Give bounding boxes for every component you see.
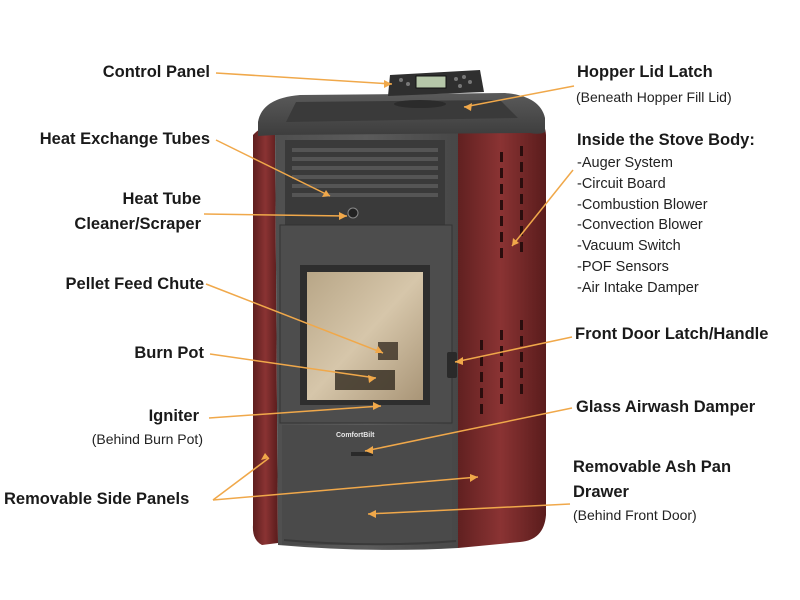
label-heat-exchange-tubes: Heat Exchange Tubes [39, 130, 210, 148]
lower-front-panel [282, 425, 452, 545]
list-item: -Circuit Board [577, 175, 666, 192]
list-item: -Combustion Blower [577, 196, 708, 213]
list-item: -Convection Blower [577, 217, 703, 234]
label-front-door-latch: Front Door Latch/Handle [575, 325, 769, 343]
leader-lines [203, 72, 575, 515]
pellet-chute-shadow [378, 342, 398, 360]
heat-exchange-grille [292, 148, 438, 197]
inside-stove-list: -Auger System -Circuit Board -Combustion… [577, 153, 708, 299]
top-handle [394, 100, 446, 108]
label-igniter: Igniter [148, 407, 199, 425]
label-ash-pan-line1: Removable Ash Pan [573, 458, 732, 476]
upper-grille-frame [285, 140, 445, 225]
list-item: -POF Sensors [577, 258, 669, 275]
label-control-panel: Control Panel [102, 63, 210, 81]
hopper-fill-lid [286, 100, 518, 122]
label-heat-tube-cleaner-line2: Cleaner/Scraper [74, 215, 201, 233]
label-igniter-note: (Behind Burn Pot) [91, 431, 203, 447]
label-burn-pot: Burn Pot [134, 344, 204, 362]
leader-arrowheads [261, 80, 519, 518]
burn-pot [335, 370, 395, 390]
list-item: -Auger System [577, 155, 673, 171]
control-panel-box [388, 70, 484, 96]
label-glass-airwash-damper: Glass Airwash Damper [576, 398, 756, 416]
airwash-slider [351, 452, 373, 456]
label-inside-stove-body: Inside the Stove Body: [577, 131, 755, 149]
list-item: -Air Intake Damper [577, 279, 699, 296]
label-hopper-lid-latch-note: (Beneath Hopper Fill Lid) [576, 89, 732, 105]
list-item: -Vacuum Switch [577, 238, 681, 255]
ash-pan-edge [283, 539, 457, 546]
label-ash-pan-line2: Drawer [573, 483, 629, 501]
label-ash-pan-note: (Behind Front Door) [573, 507, 697, 523]
label-pellet-feed-chute: Pellet Feed Chute [65, 275, 204, 293]
side-vents [480, 146, 523, 414]
left-side-panel [252, 125, 278, 545]
brand-logo: ComfortBilt [336, 432, 375, 439]
door-handle [447, 352, 457, 378]
label-removable-side-panels: Removable Side Panels [4, 490, 190, 508]
scraper-knob [347, 207, 359, 219]
label-hopper-lid-latch: Hopper Lid Latch [577, 63, 713, 81]
label-heat-tube-cleaner-line1: Heat Tube [122, 190, 201, 208]
